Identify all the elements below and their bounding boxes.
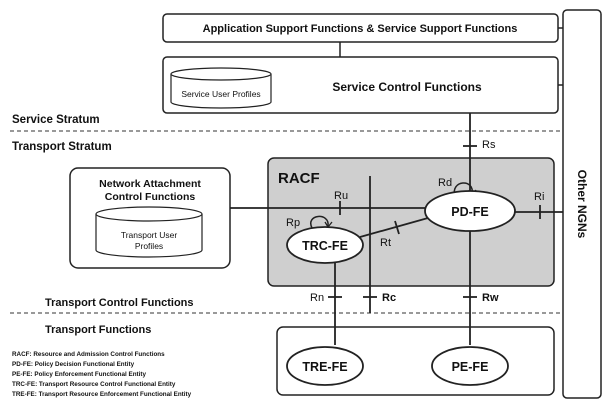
rc-label: Rc <box>382 292 396 304</box>
nacf-label-line1: Network Attachment <box>99 178 201 190</box>
legend-pd-fe: PD-FE: Policy Decision Functional Entity <box>12 361 135 368</box>
service-user-profiles-db: Service User Profiles <box>170 67 272 109</box>
rs-label: Rs <box>482 139 496 151</box>
tre-fe-label: TRE-FE <box>302 360 347 374</box>
rd-label: Rd <box>438 177 452 189</box>
ri-label: Ri <box>534 191 544 203</box>
rt-label: Rt <box>380 237 391 249</box>
transport-user-profiles-label-line1: Transport User <box>121 230 178 240</box>
legend-trc-fe: TRC-FE: Transport Resource Control Funct… <box>12 381 176 388</box>
rt-line <box>359 217 429 238</box>
legend: RACF: Resource and Admission Control Fun… <box>12 351 192 398</box>
transport-stratum-label: Transport Stratum <box>12 141 112 153</box>
nacf-label-line2: Control Functions <box>105 191 196 203</box>
rp-label: Rp <box>286 217 300 229</box>
trc-fe-entity: TRC-FE <box>286 226 364 264</box>
pe-fe-entity: PE-FE <box>431 346 509 386</box>
application-support-label: Application Support Functions & Service … <box>203 23 518 35</box>
transport-user-profiles-label-line2: Profiles <box>135 241 163 251</box>
service-stratum-label: Service Stratum <box>12 114 100 126</box>
racf-label: RACF <box>278 170 320 187</box>
legend-tre-fe: TRE-FE: Transport Resource Enforcement F… <box>12 391 192 398</box>
pe-fe-label: PE-FE <box>452 360 489 374</box>
rn-label: Rn <box>310 292 324 304</box>
other-ngns-label: Other NGNs <box>575 170 589 239</box>
tre-fe-entity: TRE-FE <box>286 346 364 386</box>
pd-fe-entity: PD-FE <box>424 190 516 232</box>
service-user-profiles-label: Service User Profiles <box>181 89 260 99</box>
legend-pe-fe: PE-FE: Policy Enforcement Functional Ent… <box>12 371 146 378</box>
rp-loop <box>310 215 329 229</box>
rw-label: Rw <box>482 292 499 304</box>
service-control-label: Service Control Functions <box>332 80 482 94</box>
transport-functions-label: Transport Functions <box>45 324 151 336</box>
transport-control-functions-label: Transport Control Functions <box>45 297 194 309</box>
legend-racf: RACF: Resource and Admission Control Fun… <box>12 351 165 358</box>
other-ngns-box <box>562 9 602 399</box>
trc-fe-label: TRC-FE <box>302 239 348 253</box>
transport-user-profiles-db: Transport User Profiles <box>95 206 203 258</box>
ru-label: Ru <box>334 190 348 202</box>
pd-fe-label: PD-FE <box>451 205 489 219</box>
